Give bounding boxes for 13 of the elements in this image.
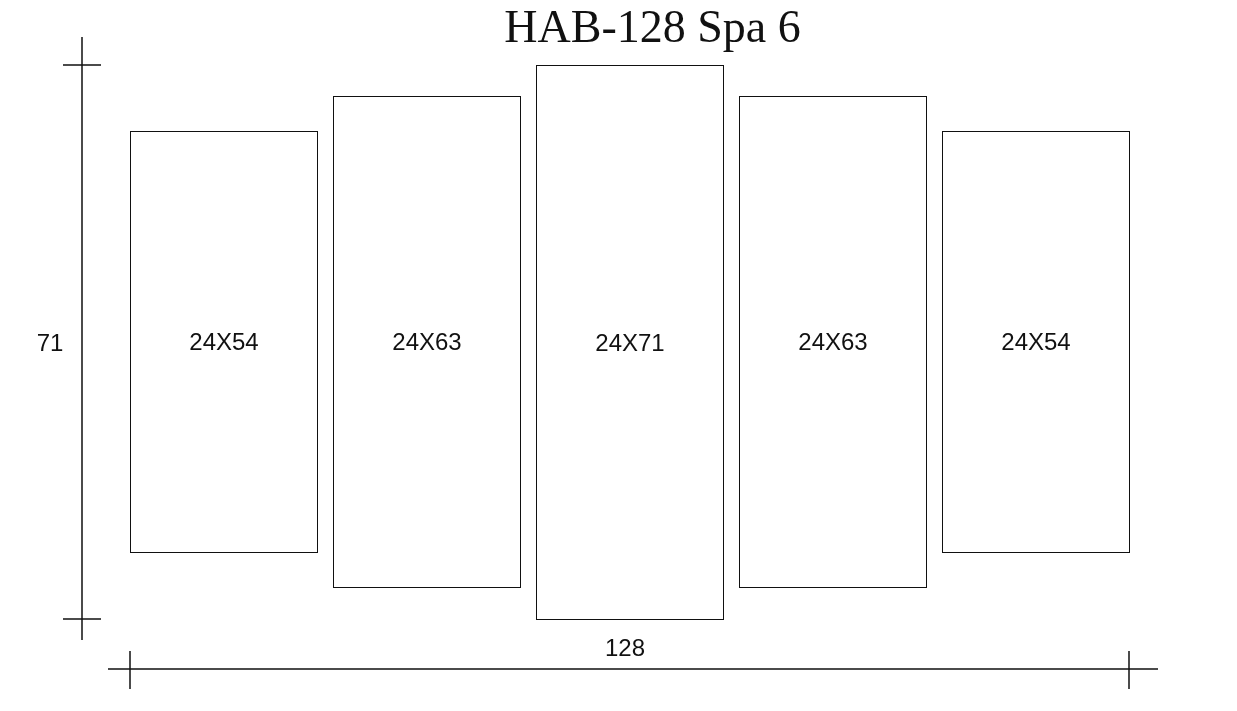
dimension-label: 128 [605,634,645,662]
panel-size-label: 24X54 [1001,328,1071,356]
panel-box [536,65,724,620]
dimension-label: 71 [36,329,64,357]
panel-box [942,131,1130,553]
panel-box [130,131,318,553]
panel-size-label: 24X54 [189,328,259,356]
panel-size-label: 24X63 [798,328,868,356]
panel-size-label: 24X63 [392,328,462,356]
panel-box [333,96,521,588]
panel-box [739,96,927,588]
title: HAB-128 Spa 6 [503,0,802,53]
panel-size-label: 24X71 [595,328,665,357]
